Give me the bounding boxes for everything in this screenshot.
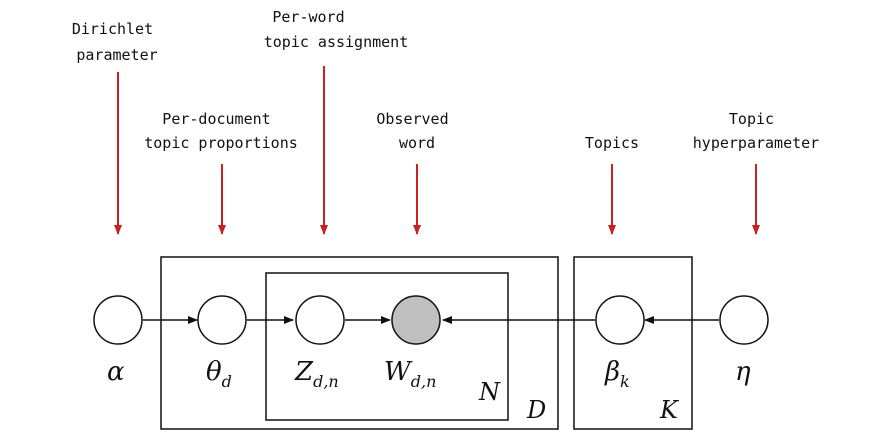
plate-letter-n: N (478, 378, 501, 406)
annotation-arrows (114, 66, 760, 235)
plate-n (265, 272, 509, 421)
nodes (93, 295, 769, 345)
annotation-topic-hyperparameter: Topic hyperparameter (693, 110, 819, 152)
node-eta (719, 295, 769, 345)
node-alpha (93, 295, 143, 345)
annotation-per-word-topic-assignment: Per-word topic assignment (264, 8, 409, 51)
symbol-alpha: α (107, 357, 125, 387)
node-theta (197, 295, 247, 345)
symbol-theta: θd (206, 357, 232, 391)
symbol-beta: βk (604, 357, 630, 391)
annotation-topics: Topics (585, 134, 639, 152)
symbol-eta: η (735, 357, 751, 387)
node-w (391, 295, 441, 345)
symbol-z: Zd,n (294, 357, 339, 391)
annotation-observed-word: Observed word (376, 110, 457, 152)
node-symbols: α θd Zd,n Wd,n βk η (107, 357, 751, 391)
plate-letter-k: K (659, 396, 680, 424)
annotation-dirichlet-parameter: Dirichlet parameter (72, 20, 162, 64)
plates: N D K (160, 256, 693, 430)
annotation-per-document-topic-proportions: Per-document topic proportions (144, 110, 298, 152)
node-z (295, 295, 345, 345)
annotations: Dirichlet parameter Per-word topic assig… (72, 8, 819, 152)
plate-letter-d: D (526, 396, 546, 424)
plate-d (160, 256, 559, 430)
node-beta (595, 295, 645, 345)
plate-k (573, 256, 693, 430)
symbol-w: Wd,n (384, 357, 436, 391)
